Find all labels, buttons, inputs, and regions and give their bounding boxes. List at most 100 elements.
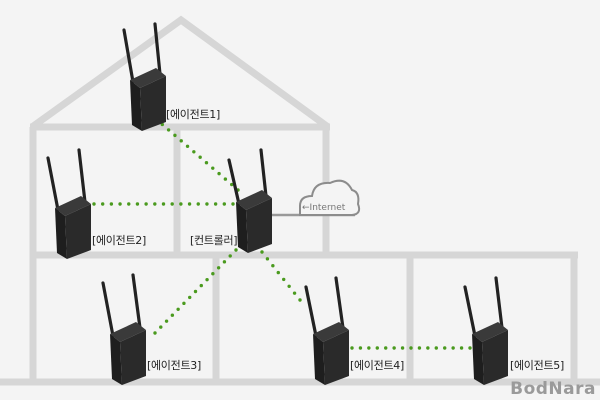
antenna (227, 158, 241, 206)
antenna (153, 22, 162, 76)
link-dot (92, 202, 96, 206)
link-dot (350, 346, 354, 350)
controller-label: [컨트롤러] (190, 234, 238, 247)
router-front (472, 334, 484, 385)
link-dot (109, 202, 114, 206)
link-dot (375, 346, 379, 350)
link-dot (451, 346, 455, 350)
router-top (236, 190, 272, 210)
router-side (482, 330, 508, 385)
antenna (77, 148, 87, 204)
link-dot (265, 257, 270, 261)
link-dot (179, 139, 183, 143)
link-dot (417, 346, 422, 350)
link-dot (228, 254, 232, 258)
antenna (494, 276, 504, 330)
link-dot (204, 160, 209, 165)
agent1-router-icon (122, 22, 166, 131)
link-dot (192, 150, 196, 154)
router-side (246, 198, 272, 253)
link-dot (234, 248, 238, 252)
link-dot (159, 325, 163, 329)
link-controller-agent3 (153, 248, 238, 335)
link-controller-agent2 (92, 202, 235, 206)
link-dot (358, 346, 363, 350)
link-dot (144, 202, 148, 206)
link-dot (153, 202, 157, 206)
watermark: BodNara (510, 379, 596, 399)
link-dot (292, 291, 297, 295)
antenna (259, 148, 268, 198)
link-dot (170, 202, 174, 206)
agent1-label: [에이전트1] (166, 108, 220, 121)
roof (29, 15, 331, 130)
link-dot (161, 202, 166, 206)
link-dot (185, 144, 190, 149)
router-front (130, 80, 142, 131)
router-side (120, 330, 146, 385)
house-outline (0, 15, 600, 386)
router-side (140, 76, 166, 131)
links (92, 117, 472, 350)
cloud-icon (299, 179, 361, 216)
link-dot (443, 346, 447, 350)
link-dot (287, 284, 291, 288)
link-dot (271, 264, 275, 268)
router-front (55, 208, 67, 259)
link-dot (187, 202, 192, 206)
link-dot (205, 277, 209, 282)
link-dot (392, 346, 396, 350)
link-dot (199, 283, 203, 288)
agent3-router-icon (101, 273, 146, 385)
link-dot (198, 155, 202, 159)
controller-router-icon (227, 148, 272, 253)
link-dot (282, 277, 286, 282)
agent4-label: [에이전트4] (350, 359, 404, 372)
agent2-label: [에이전트2] (92, 234, 146, 247)
link-dot (222, 202, 227, 206)
link-dot (223, 177, 228, 181)
antenna (46, 156, 60, 212)
antenna (463, 285, 477, 338)
agent5-label: [에이전트5] (510, 359, 564, 372)
link-dot (367, 346, 371, 350)
link-dot (231, 202, 235, 206)
router-top (472, 322, 508, 342)
router-front (110, 334, 122, 385)
antenna (334, 276, 345, 330)
agent5-router-icon (463, 276, 508, 385)
link-dot (384, 346, 388, 350)
router-side (323, 330, 349, 385)
link-dot (127, 202, 131, 206)
link-dot (188, 295, 192, 300)
router-top (130, 68, 166, 88)
router-side (65, 204, 91, 259)
link-dot (222, 260, 227, 264)
link-dot (426, 346, 430, 350)
link-dot (100, 202, 105, 206)
link-dot (211, 272, 215, 276)
link-dot (182, 301, 186, 306)
link-dot (434, 346, 438, 350)
link-dot (196, 202, 200, 206)
link-dot (298, 298, 302, 302)
link-dot (229, 182, 234, 187)
link-dot (118, 202, 122, 206)
antenna (101, 281, 115, 338)
link-dot (213, 202, 218, 206)
router-front (236, 202, 248, 253)
link-dot (459, 346, 464, 350)
link-dot (193, 289, 198, 294)
link-dot (153, 331, 157, 335)
link-dot (400, 346, 405, 350)
router-top (110, 322, 146, 342)
link-dot (260, 250, 264, 254)
antenna (122, 28, 135, 84)
link-controller-agent1 (154, 117, 240, 192)
link-dot (176, 307, 180, 311)
link-dot (205, 202, 209, 206)
agent4-router-icon (304, 276, 349, 385)
link-dot (164, 319, 169, 323)
link-dot (135, 202, 140, 206)
